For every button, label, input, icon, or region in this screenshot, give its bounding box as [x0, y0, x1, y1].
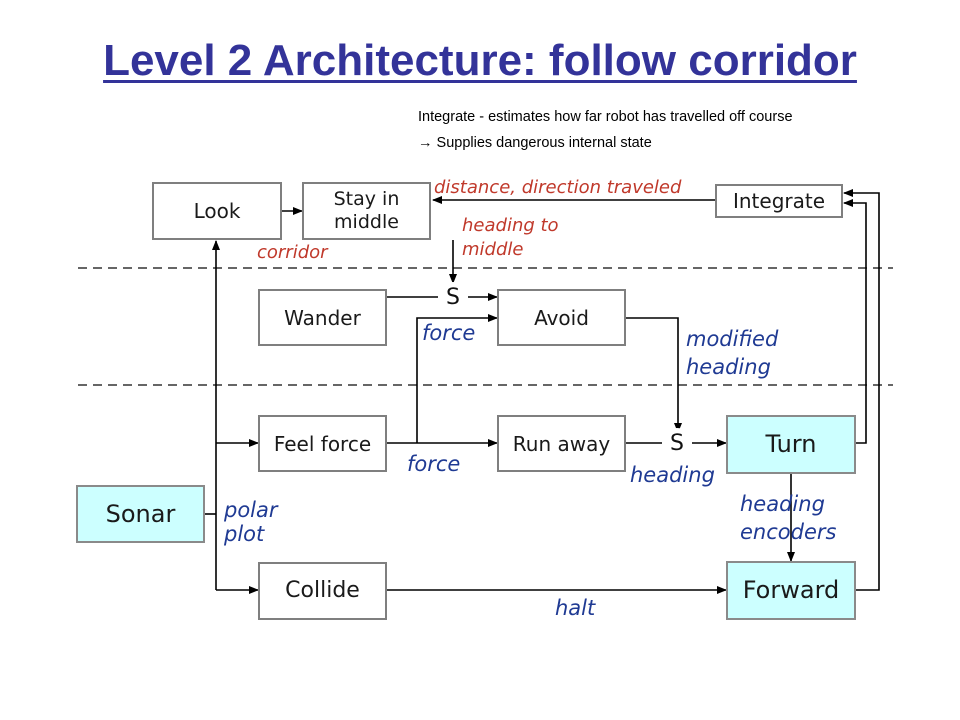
feel-force-box: Feel force — [258, 415, 387, 472]
stay-in-middle-box: Stay in middle — [302, 182, 431, 240]
label-polar-plot: polar plot — [224, 498, 278, 546]
sonar-box: Sonar — [76, 485, 205, 543]
run-away-box: Run away — [497, 415, 626, 472]
suppressor-level1: S — [662, 428, 692, 458]
label-heading: heading — [630, 463, 715, 487]
label-force-lower: force — [407, 452, 461, 476]
label-halt: halt — [555, 596, 596, 620]
avoid-box: Avoid — [497, 289, 626, 346]
page-title: Level 2 Architecture: follow corridor — [103, 36, 857, 85]
look-box: Look — [152, 182, 282, 240]
avoid-to-s2 — [626, 317, 682, 433]
label-heading-to-middle: heading to middle — [462, 215, 559, 260]
turn-to-integrate — [843, 199, 867, 444]
feelforce-to-avoid — [416, 314, 498, 443]
collide-box: Collide — [258, 562, 387, 620]
turn-box: Turn — [726, 415, 856, 474]
label-modified-heading: modified heading — [686, 327, 779, 379]
integrate-box: Integrate — [715, 184, 843, 218]
integrate-note: Integrate - estimates how far robot has … — [418, 109, 793, 125]
label-heading-encoders: heading encoders — [740, 492, 837, 544]
forward-box: Forward — [726, 561, 856, 620]
suppress-note: → Supplies dangerous internal state — [418, 135, 652, 151]
forward-to-integrate — [843, 189, 880, 591]
connections — [205, 189, 880, 594]
level-dividers — [78, 267, 893, 386]
label-force-upper: force — [422, 321, 476, 345]
wander-box: Wander — [258, 289, 387, 346]
label-distance-direction: distance, direction traveled — [434, 177, 682, 198]
label-corridor: corridor — [257, 242, 328, 263]
suppressor-level2: S — [438, 282, 468, 312]
